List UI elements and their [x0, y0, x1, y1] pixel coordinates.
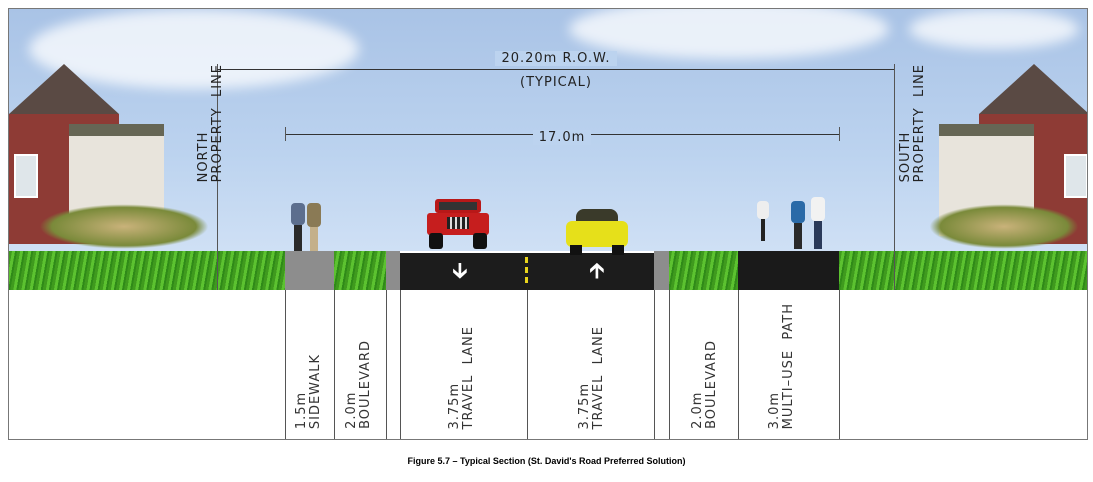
south-property-line	[894, 64, 895, 290]
multi-use-path-surface	[738, 251, 839, 290]
grass-north	[9, 251, 285, 290]
centerline	[525, 257, 528, 287]
red-jeep	[427, 199, 489, 249]
divider	[285, 290, 286, 439]
divider	[400, 290, 401, 439]
curb-south	[654, 251, 669, 290]
divider	[386, 290, 387, 439]
element-table	[9, 290, 1087, 439]
dimension-tick	[839, 127, 840, 141]
curb-north	[386, 251, 400, 290]
pedestrians	[289, 195, 329, 251]
inner-dimension-label: 17.0m	[532, 130, 592, 145]
cross-section-diagram: 🡳 🡱 NORTH PROPERTY LINE SOUTH PROPERTY L	[8, 8, 1088, 440]
cyclist-and-pedestrians	[755, 195, 831, 251]
divider	[669, 290, 670, 439]
dimension-tick	[285, 127, 286, 141]
divider	[334, 290, 335, 439]
multi-use-path-label: 3.0m MULTI–USE PATH	[767, 302, 796, 429]
house-left	[9, 64, 209, 254]
travel-lane-1-label: 3.75m TRAVEL LANE	[447, 325, 476, 430]
yellow-car	[566, 209, 628, 257]
divider	[527, 290, 528, 439]
divider	[654, 290, 655, 439]
sidewalk-surface	[285, 251, 334, 290]
row-dimension-note: (TYPICAL)	[520, 75, 592, 90]
travel-lane-2-label: 3.75m TRAVEL LANE	[577, 325, 606, 430]
divider	[839, 290, 840, 439]
grass-south	[839, 251, 1087, 290]
cloud	[569, 9, 889, 59]
divider	[738, 290, 739, 439]
sidewalk-label: 1.5m SIDEWALK	[294, 353, 323, 429]
north-property-line	[217, 64, 218, 290]
boulevard-south-surface	[669, 251, 738, 290]
row-dimension-line	[217, 69, 894, 70]
arrow-up-icon: 🡱	[589, 259, 605, 284]
row-dimension-label: 20.20m R.O.W.	[495, 51, 617, 66]
figure-caption: Figure 5.7 – Typical Section (St. David'…	[407, 456, 686, 466]
arrow-down-icon: 🡳	[452, 259, 468, 284]
cloud	[909, 9, 1079, 49]
boulevard-north-surface	[334, 251, 386, 290]
boulevard-south-label: 2.0m BOULEVARD	[690, 340, 719, 429]
boulevard-north-label: 2.0m BOULEVARD	[344, 340, 373, 429]
house-right	[929, 64, 1087, 254]
